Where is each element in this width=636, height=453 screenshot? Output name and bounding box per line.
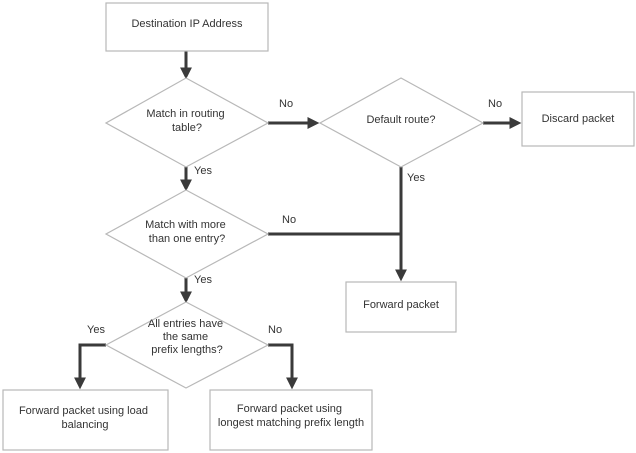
label-multiple-no: No bbox=[282, 214, 296, 226]
match-multiple-decision: Match with more than one entry? bbox=[104, 189, 270, 279]
match-multiple-label: Match with more than one entry? bbox=[145, 219, 229, 245]
label-default-yes: Yes bbox=[407, 172, 425, 184]
label-prefix-yes: Yes bbox=[87, 324, 105, 336]
connector-prefix-to-longest bbox=[268, 343, 298, 390]
label-default-no: No bbox=[488, 98, 502, 110]
destination-ip-box: Destination IP Address bbox=[105, 2, 269, 52]
default-route-decision: Default route? bbox=[318, 77, 485, 168]
label-routing-no: No bbox=[279, 98, 293, 110]
default-route-label: Default route? bbox=[366, 114, 435, 126]
flow-connectors bbox=[74, 50, 522, 390]
edge-labels: No No Yes Yes No Yes Yes No bbox=[87, 98, 502, 336]
load-balance-box: Forward packet using load balancing bbox=[2, 389, 169, 451]
match-routing-decision: Match in routing table? bbox=[104, 77, 270, 168]
label-routing-yes: Yes bbox=[194, 165, 212, 177]
same-prefix-decision: All entries have the same prefix lengths… bbox=[104, 301, 270, 389]
discard-packet-label: Discard packet bbox=[542, 113, 615, 125]
load-balance-label: Forward packet using load balancing bbox=[19, 405, 151, 431]
match-routing-label: Match in routing table? bbox=[146, 108, 227, 134]
discard-packet-box: Discard packet bbox=[521, 91, 635, 147]
longest-prefix-box: Forward packet using longest matching pr… bbox=[209, 389, 373, 451]
forward-packet-label: Forward packet bbox=[363, 299, 439, 311]
label-multiple-yes: Yes bbox=[194, 274, 212, 286]
destination-ip-label: Destination IP Address bbox=[131, 18, 243, 30]
label-prefix-no: No bbox=[268, 324, 282, 336]
connector-prefix-to-load-balance bbox=[74, 343, 106, 390]
longest-prefix-label: Forward packet using longest matching pr… bbox=[218, 403, 364, 429]
same-prefix-label: All entries have the same prefix lengths… bbox=[148, 318, 226, 356]
forward-packet-box: Forward packet bbox=[345, 281, 457, 333]
